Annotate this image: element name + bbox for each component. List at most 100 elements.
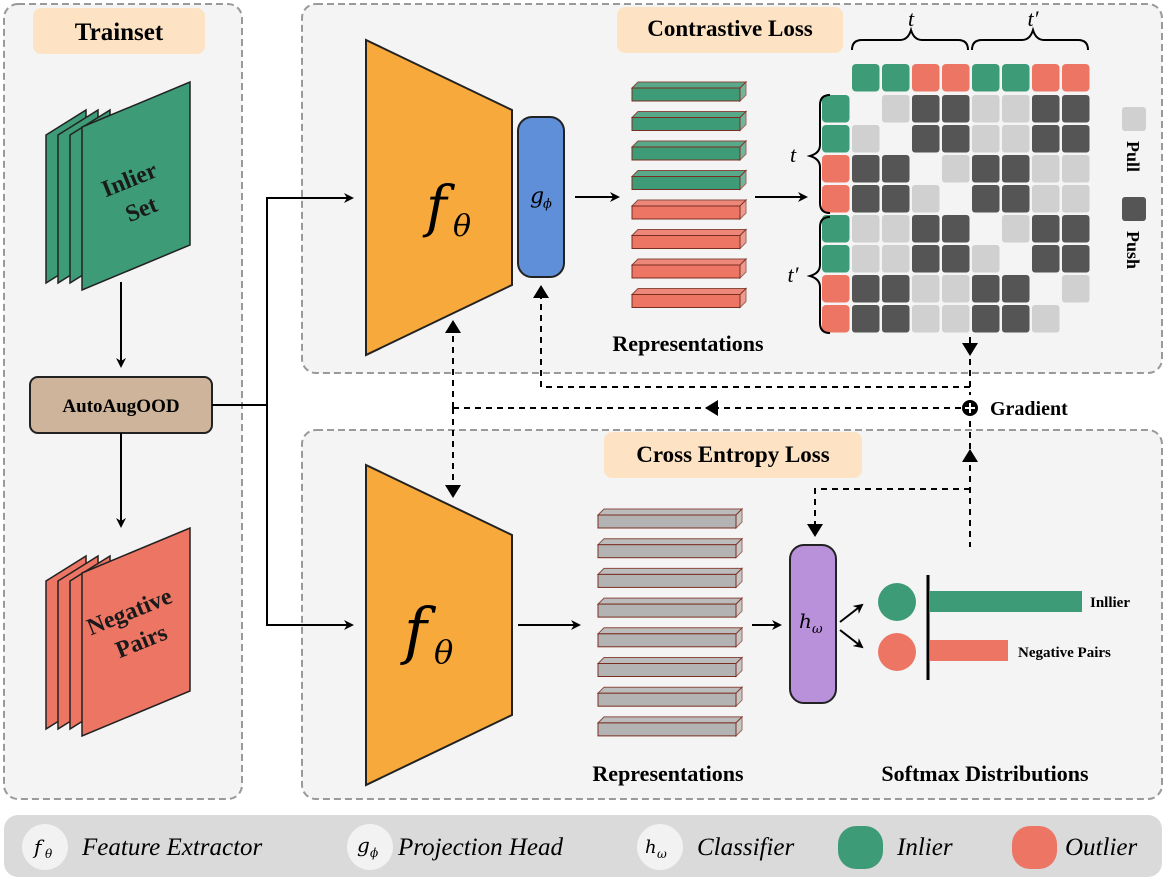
classifier bbox=[789, 544, 837, 704]
softmax-inlier-bar bbox=[930, 591, 1082, 612]
matrix-cell-push bbox=[1032, 215, 1060, 243]
legend-outlier-swatch bbox=[1012, 826, 1057, 869]
representation-bar-bottom bbox=[596, 715, 744, 738]
representation-bar-bottom bbox=[596, 656, 744, 678]
matrix-row-header bbox=[822, 185, 850, 213]
autoaug-label: AutoAugOOD bbox=[62, 396, 179, 417]
matrix-cell-pull bbox=[1002, 95, 1030, 123]
softmax-inlier-dot bbox=[878, 583, 916, 621]
matrix-cell-push bbox=[972, 305, 1000, 333]
softmax-outlier-bar bbox=[930, 640, 1008, 661]
brace-left-tprime bbox=[806, 216, 831, 334]
matrix-row-header bbox=[822, 125, 850, 153]
matrix-cell-pull bbox=[1062, 155, 1090, 183]
matrix-cell-pull bbox=[882, 95, 910, 123]
matrix-cell-push bbox=[942, 125, 970, 153]
representations-top bbox=[630, 80, 748, 309]
feature-extractor-top-sub: θ bbox=[453, 209, 471, 244]
matrix-cell-pull bbox=[1062, 275, 1090, 303]
legend-feature-extractor: Feature Extractor bbox=[81, 834, 263, 861]
matrix-cell-pull bbox=[852, 245, 880, 273]
legend-outlier: Outlier bbox=[1065, 834, 1137, 861]
representation-bar-bottom bbox=[596, 537, 744, 559]
pull-label: Pull bbox=[1123, 141, 1143, 172]
matrix-column-header bbox=[942, 64, 970, 92]
representations-top-label: Representations bbox=[612, 331, 764, 356]
legend-f-badge bbox=[22, 824, 68, 870]
matrix-cell-push bbox=[1032, 125, 1060, 153]
softmax-outlier-label: Negative Pairs bbox=[1018, 645, 1111, 661]
matrix-row-header bbox=[822, 95, 850, 123]
contrastive-title: Contrastive Loss bbox=[647, 16, 813, 41]
matrix-cell-pull bbox=[852, 215, 880, 243]
arrow-to-top-extractor bbox=[212, 193, 354, 406]
matrix-cell-pull bbox=[1002, 125, 1030, 153]
matrix-cell-pull bbox=[912, 305, 940, 333]
legend-g-sub: ϕ bbox=[370, 846, 378, 860]
matrix-cell-push bbox=[882, 155, 910, 183]
matrix-cell-pull bbox=[1062, 185, 1090, 213]
matrix-cell-pull bbox=[1032, 155, 1060, 183]
matrix-cell-push bbox=[912, 95, 940, 123]
brace-top-tprime bbox=[971, 26, 1089, 51]
matrix-cell-push bbox=[1032, 245, 1060, 273]
similarity-matrix bbox=[822, 64, 1090, 333]
cross-entropy-title: Cross Entropy Loss bbox=[636, 442, 829, 467]
matrix-left-t: t bbox=[790, 142, 797, 167]
matrix-row-header bbox=[822, 275, 850, 303]
trainset-title: Trainset bbox=[75, 19, 164, 46]
matrix-top-tprime: t′ bbox=[1028, 6, 1040, 31]
projection-head-sub: ϕ bbox=[543, 197, 552, 212]
arrow-to-bottom-extractor bbox=[266, 405, 354, 630]
matrix-cell-pull bbox=[942, 155, 970, 183]
classifier-label: h bbox=[799, 609, 812, 633]
matrix-column-header bbox=[882, 64, 910, 92]
softmax-inlier-label: Inllier bbox=[1090, 595, 1130, 611]
matrix-cell-push bbox=[912, 215, 940, 243]
feature-extractor-top bbox=[365, 38, 513, 357]
matrix-cell-push bbox=[882, 275, 910, 303]
matrix-left-tprime: t′ bbox=[788, 262, 800, 287]
matrix-cell-pull bbox=[972, 95, 1000, 123]
brace-left-t bbox=[806, 94, 831, 214]
legend-h-sub: ω bbox=[657, 847, 667, 861]
matrix-row-header bbox=[822, 215, 850, 243]
representation-bar-bottom bbox=[596, 596, 744, 619]
matrix-cell-push bbox=[942, 215, 970, 243]
matrix-cell-push bbox=[1062, 215, 1090, 243]
trainset-title-bg bbox=[33, 8, 205, 54]
matrix-row-header bbox=[822, 155, 850, 183]
legend-f-sub: θ bbox=[45, 847, 53, 861]
matrix-column-header bbox=[1062, 64, 1090, 92]
matrix-cell-pull bbox=[972, 125, 1000, 153]
push-label: Push bbox=[1123, 231, 1143, 269]
matrix-cell-push bbox=[972, 275, 1000, 303]
representation-bar-top bbox=[630, 169, 748, 191]
matrix-cell-pull bbox=[912, 275, 940, 303]
inlier-set-stack: Inlier Set bbox=[45, 80, 191, 292]
representation-bar-top bbox=[630, 139, 748, 162]
matrix-cell-push bbox=[942, 95, 970, 123]
projection-head-label: g bbox=[530, 184, 544, 209]
feature-extractor-bottom bbox=[365, 463, 513, 787]
push-swatch bbox=[1122, 197, 1146, 221]
matrix-cell-push bbox=[1002, 155, 1030, 183]
matrix-cell-push bbox=[942, 245, 970, 273]
gradient-paths bbox=[452, 292, 971, 547]
legend-g-badge bbox=[347, 824, 393, 870]
representation-bar-top bbox=[630, 287, 748, 309]
legend-inlier: Inlier bbox=[896, 834, 953, 861]
representation-bar-bottom bbox=[596, 507, 744, 530]
legend-inlier-swatch bbox=[838, 826, 883, 869]
matrix-cell-pull bbox=[972, 245, 1000, 273]
matrix-cell-push bbox=[1062, 125, 1090, 153]
matrix-row-header bbox=[822, 305, 850, 333]
matrix-cell-pull bbox=[942, 305, 970, 333]
matrix-cell-pull bbox=[882, 215, 910, 243]
legend-g-symbol: g bbox=[357, 833, 370, 857]
matrix-cell-pull bbox=[1032, 185, 1060, 213]
matrix-cell-push bbox=[972, 155, 1000, 183]
matrix-cell-push bbox=[882, 185, 910, 213]
matrix-row-header bbox=[822, 245, 850, 273]
